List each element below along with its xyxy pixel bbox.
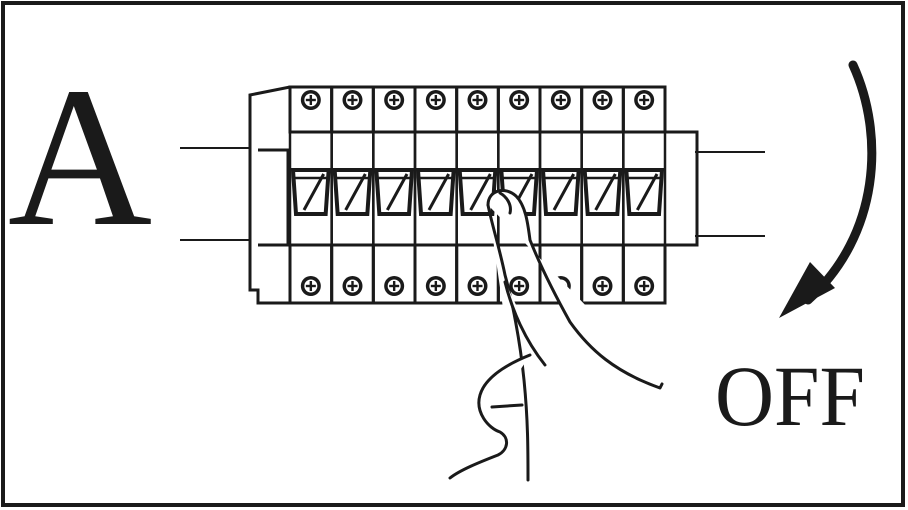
terminal-screw-icon	[509, 90, 530, 110]
terminal-screw-icon	[467, 90, 488, 110]
breaker-toggle[interactable]	[622, 130, 667, 247]
breaker-toggle[interactable]	[580, 130, 625, 247]
top-terminal-row	[288, 85, 667, 134]
terminal-screw-icon	[634, 90, 655, 110]
terminal-screw-icon	[384, 276, 405, 296]
off-label: OFF	[715, 348, 865, 444]
terminal-screw-icon	[425, 276, 446, 296]
hand-illustration	[448, 189, 664, 482]
din-rail	[180, 147, 765, 241]
switch-row[interactable]	[288, 130, 667, 247]
terminal-screw-icon	[300, 276, 321, 296]
breaker-toggle[interactable]	[372, 130, 417, 247]
terminal-screw-icon	[425, 90, 446, 110]
terminal-screw-icon	[592, 90, 613, 110]
terminal-screw-icon	[634, 276, 655, 296]
panel-letter: A	[8, 47, 152, 268]
terminal-screw-icon	[467, 276, 488, 296]
turn-off-arrow-icon	[779, 60, 877, 318]
breaker-toggle[interactable]	[288, 130, 333, 247]
terminal-screw-icon	[384, 90, 405, 110]
breaker-toggle[interactable]	[330, 130, 375, 247]
terminal-screw-icon	[342, 276, 363, 296]
terminal-screw-icon	[342, 90, 363, 110]
bottom-terminal-row	[288, 243, 667, 305]
terminal-screw-icon	[509, 276, 530, 296]
bottom-terminal-cell	[621, 243, 667, 305]
terminal-screw-icon	[550, 90, 571, 110]
breaker-toggle[interactable]	[413, 130, 458, 247]
breaker-toggle[interactable]	[538, 130, 583, 247]
terminal-screw-icon	[592, 276, 613, 296]
terminal-screw-icon	[300, 90, 321, 110]
